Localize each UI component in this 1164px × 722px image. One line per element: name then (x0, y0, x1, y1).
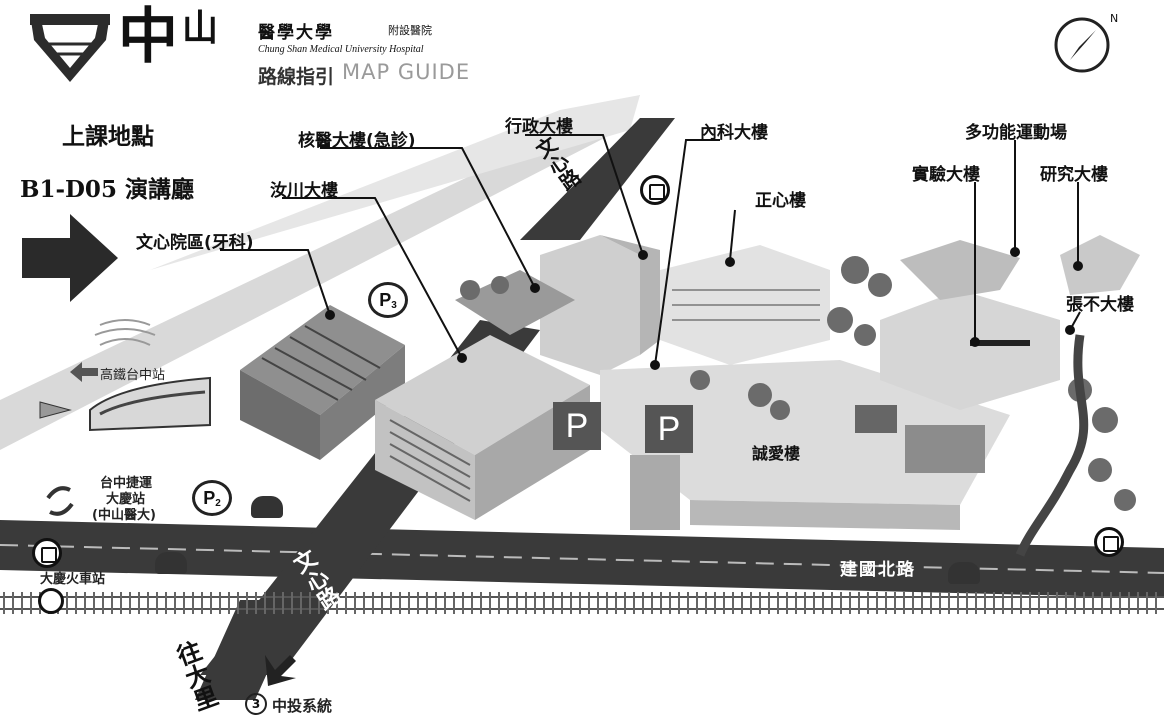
label-chengai: 誠愛樓 (752, 444, 801, 463)
mrt-station-icon-north (640, 175, 670, 205)
logo-seal (30, 14, 110, 82)
venue-arrow (22, 214, 118, 302)
hsr-wave-icon (94, 319, 156, 346)
label-shiyan: 實驗大樓 (912, 165, 980, 185)
railway-ties (3, 592, 1157, 614)
label-zhangbuda: 張不大樓 (1066, 295, 1134, 315)
hsr-train-icon (39, 376, 211, 432)
bus-stop-icon-1 (251, 496, 283, 518)
mrt-station-icon-east (1094, 527, 1124, 557)
label-mrt-2: 大慶站 (106, 492, 146, 507)
label-yanjiu: 研究大樓 (1040, 165, 1108, 185)
label-hsr: 高鐵台中站 (100, 368, 166, 383)
heyi-xingzheng-towers (455, 235, 660, 375)
logo-subtitle-cn: 路線指引 (258, 66, 335, 88)
wenxin-campus-building (240, 305, 405, 460)
winding-path (1015, 334, 1089, 557)
parking-p3: P3 (368, 282, 408, 318)
chengai-complex (600, 360, 1010, 530)
compass-icon (1054, 17, 1110, 73)
label-mrt-1: 台中捷運 (100, 476, 153, 491)
label-zhengxin: 正心樓 (755, 191, 806, 211)
ruchuan-building (375, 335, 590, 520)
label-train: 大慶火車站 (40, 572, 106, 587)
label-duogongneng: 多功能運動場 (965, 123, 1067, 143)
logo-title-cn: 醫學大學 (258, 23, 334, 43)
mrt-icon (46, 486, 74, 516)
label-mrt-3: (中山醫大) (92, 508, 156, 523)
parking-p2: P2 (192, 480, 232, 516)
venue-room: B1-D05 演講廳 (20, 176, 194, 203)
label-bus-route: 中投系統 (272, 697, 333, 715)
label-heyi: 核醫大樓(急診) (298, 131, 416, 151)
wenxin-road-lower-ext (195, 600, 300, 700)
logo-title-shan: 山 (182, 7, 219, 49)
label-wenxin-campus: 文心院區(牙科) (136, 233, 254, 253)
zhengxin-building (660, 245, 830, 365)
parking-p-right: P (645, 405, 693, 453)
bus-stop-icon-3 (948, 562, 980, 584)
train-station-icon (38, 588, 64, 614)
road-label-jianguo: 建國北路 (840, 560, 916, 580)
logo-subtitle-en: MAP GUIDE (342, 60, 471, 84)
logo-title-main: 中 (118, 2, 178, 72)
logo-title-en: Chung Shan Medical University Hospital (258, 44, 424, 55)
bus-stop-icon-2 (155, 552, 187, 574)
jianguo-road (0, 520, 1164, 598)
right-buildings (880, 235, 1140, 410)
trees (460, 256, 1136, 511)
bus-route-badge: 3 (245, 693, 267, 715)
wenxin-road-upper (520, 118, 675, 240)
down-left-arrow (265, 655, 296, 686)
hsr-corridor-upper (150, 95, 640, 270)
label-ruchuan: 汝川大樓 (270, 181, 338, 201)
hsr-arrow-icon (70, 362, 98, 382)
leader-dots (325, 247, 1083, 370)
compass-label: N (1110, 12, 1119, 25)
venue-heading: 上課地點 (62, 123, 154, 150)
label-xingzheng: 行政大樓 (505, 117, 573, 137)
leader-lines (220, 134, 1081, 366)
parking-p-left: P (553, 402, 601, 450)
label-neike: 內科大樓 (700, 123, 768, 143)
mrt-station-icon-west (32, 538, 62, 568)
logo-title-cn-small: 附設醫院 (388, 24, 432, 37)
